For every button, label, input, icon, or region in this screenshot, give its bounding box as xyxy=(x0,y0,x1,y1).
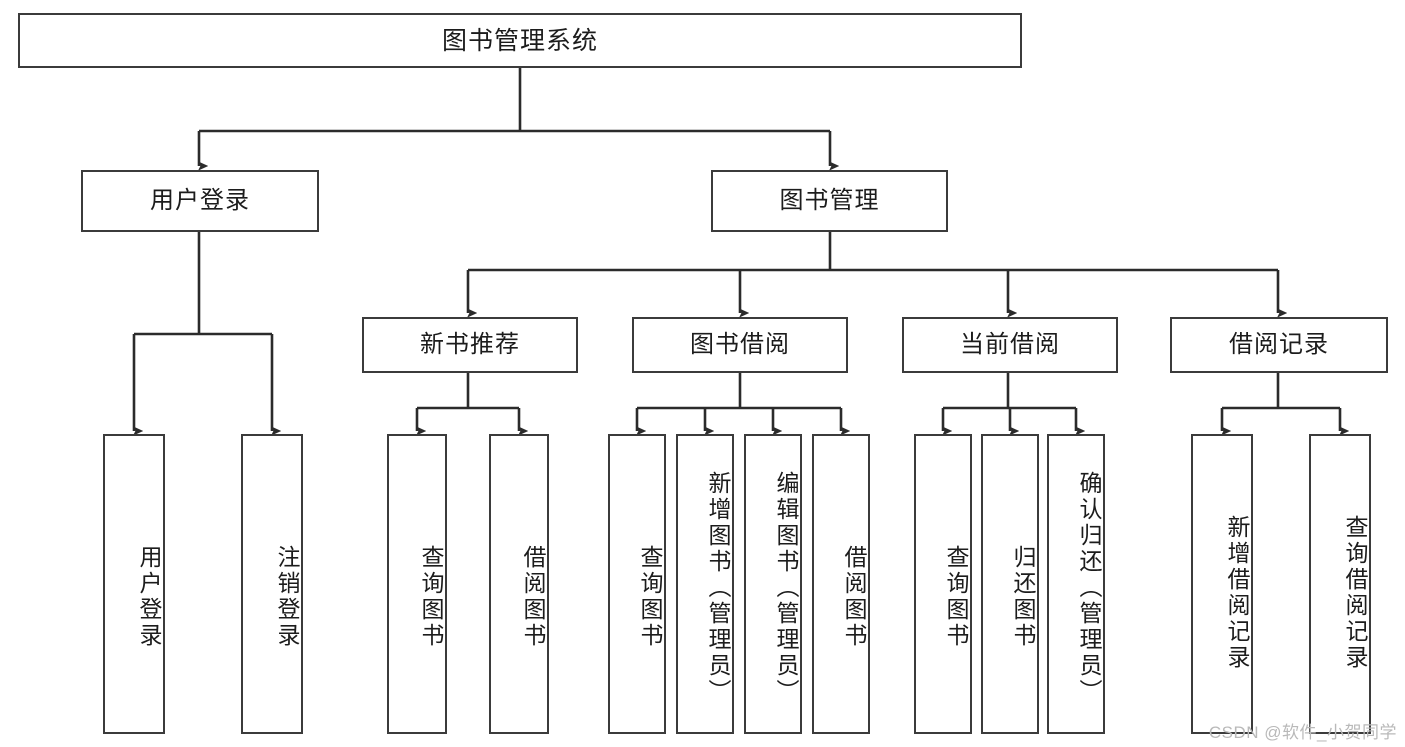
node-user-login[interactable]: 用户登录 xyxy=(81,170,319,232)
node-leaf-user-login-label: 用户登录 xyxy=(136,545,162,649)
node-book-borrow-label: 图书借阅 xyxy=(690,330,790,358)
node-book-management-label: 图书管理 xyxy=(779,186,880,214)
node-root[interactable]: 图书管理系统 xyxy=(18,13,1022,68)
node-borrow-record-label: 借阅记录 xyxy=(1229,330,1329,358)
node-new-book-recommend-label: 新书推荐 xyxy=(420,330,520,358)
node-book-management[interactable]: 图书管理 xyxy=(711,170,948,232)
node-leaf-add-book-label: 新增图书（管理员） xyxy=(705,471,731,705)
node-leaf-query-book-3[interactable]: 查询图书 xyxy=(914,434,972,734)
node-leaf-user-login[interactable]: 用户登录 xyxy=(103,434,165,734)
node-leaf-logout-login[interactable]: 注销登录 xyxy=(241,434,303,734)
node-leaf-add-book[interactable]: 新增图书（管理员） xyxy=(676,434,734,734)
node-new-book-recommend[interactable]: 新书推荐 xyxy=(362,317,578,373)
node-book-borrow[interactable]: 图书借阅 xyxy=(632,317,848,373)
node-leaf-borrow-book-1[interactable]: 借阅图书 xyxy=(489,434,549,734)
node-leaf-add-record[interactable]: 新增借阅记录 xyxy=(1191,434,1253,734)
node-borrow-record[interactable]: 借阅记录 xyxy=(1170,317,1388,373)
node-leaf-query-book-2-label: 查询图书 xyxy=(637,545,663,649)
node-leaf-query-book-3-label: 查询图书 xyxy=(943,545,969,649)
node-leaf-query-record[interactable]: 查询借阅记录 xyxy=(1309,434,1371,734)
node-root-label: 图书管理系统 xyxy=(441,26,598,55)
node-leaf-borrow-book-2[interactable]: 借阅图书 xyxy=(812,434,870,734)
node-leaf-add-record-label: 新增借阅记录 xyxy=(1224,515,1250,671)
node-leaf-logout-login-label: 注销登录 xyxy=(274,545,300,649)
node-leaf-query-book-2[interactable]: 查询图书 xyxy=(608,434,666,734)
node-leaf-query-book-1-label: 查询图书 xyxy=(418,545,444,649)
node-leaf-edit-book[interactable]: 编辑图书（管理员） xyxy=(744,434,802,734)
node-leaf-return-book[interactable]: 归还图书 xyxy=(981,434,1039,734)
node-user-login-label: 用户登录 xyxy=(150,186,250,214)
node-current-borrow[interactable]: 当前借阅 xyxy=(902,317,1118,373)
node-leaf-confirm-return-label: 确认归还（管理员） xyxy=(1076,471,1102,705)
node-leaf-query-record-label: 查询借阅记录 xyxy=(1342,515,1368,671)
node-leaf-query-book-1[interactable]: 查询图书 xyxy=(387,434,447,734)
node-current-borrow-label: 当前借阅 xyxy=(960,330,1060,358)
node-leaf-confirm-return[interactable]: 确认归还（管理员） xyxy=(1047,434,1105,734)
node-leaf-edit-book-label: 编辑图书（管理员） xyxy=(773,471,799,705)
node-leaf-return-book-label: 归还图书 xyxy=(1010,545,1036,649)
node-leaf-borrow-book-2-label: 借阅图书 xyxy=(841,545,867,649)
node-leaf-borrow-book-1-label: 借阅图书 xyxy=(520,545,546,649)
watermark: CSDN @软件_小贺同学 xyxy=(1208,723,1397,742)
